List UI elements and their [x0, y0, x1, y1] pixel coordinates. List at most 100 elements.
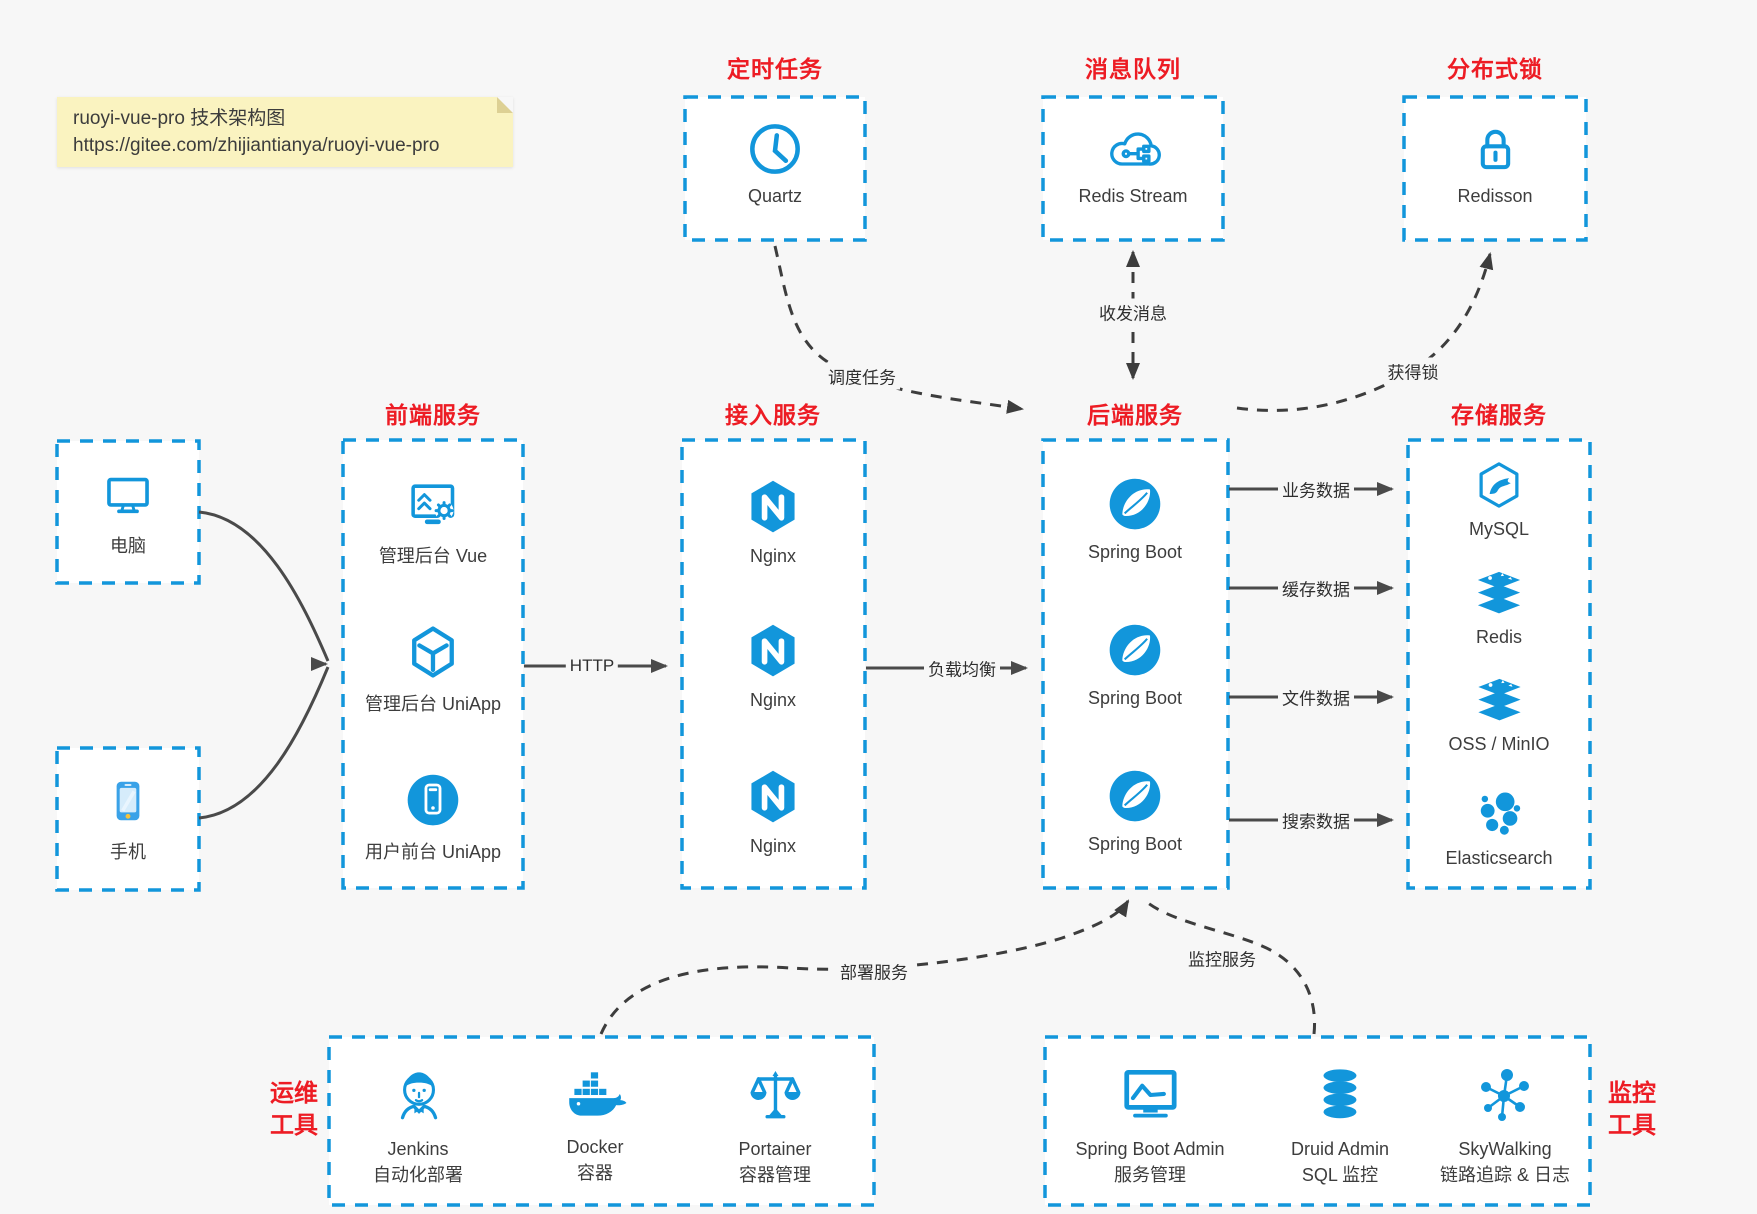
title-monitor-tools: 监控 工具	[1608, 1078, 1656, 1142]
node-admin-vue: 管理后台 Vue	[379, 474, 487, 568]
title-storage: 存储服务	[1451, 402, 1547, 428]
node-label: Redisson	[1457, 186, 1533, 206]
nginx-icon	[743, 476, 803, 538]
node-label: OSS / MinIO	[1448, 734, 1550, 754]
node-phone-client: 手机	[100, 772, 156, 864]
edge-label-acquire-lock: 获得锁	[1383, 357, 1443, 385]
smartphone-icon	[100, 772, 156, 830]
spring-boot-icon	[1105, 474, 1165, 534]
node-label: 管理后台 UniApp	[364, 694, 502, 714]
tool-desc: SQL 监控	[1301, 1165, 1379, 1185]
title-frontend: 前端服务	[385, 402, 481, 428]
title-scheduled-jobs: 定时任务	[727, 56, 823, 82]
node-oss-minio: OSS / MinIO	[1448, 674, 1550, 755]
edge-label-deploy-service: 部署服务	[836, 957, 912, 985]
node-admin-uniapp: 管理后台 UniApp	[365, 622, 501, 716]
druid-icon	[1309, 1062, 1371, 1128]
node-spring-boot-3: Spring Boot	[1088, 766, 1182, 855]
edge-label-business-data: 业务数据	[1278, 475, 1354, 503]
node-druid-admin: Druid Admin SQL 监控	[1291, 1062, 1389, 1188]
spring-boot-icon	[1105, 766, 1165, 826]
tool-desc: 链路追踪 & 日志	[1439, 1165, 1571, 1185]
node-docker: Docker 容器	[562, 1064, 628, 1186]
tool-name: Docker	[566, 1137, 624, 1157]
node-redis: Redis	[1473, 567, 1525, 648]
edge-label-file-data: 文件数据	[1278, 683, 1354, 711]
note-url: https://gitee.com/zhijiantianya/ruoyi-vu…	[73, 135, 440, 156]
edge-label-monitor-service: 监控服务	[1184, 944, 1260, 972]
node-portainer: Portainer 容器管理	[738, 1062, 812, 1188]
desktop-icon	[99, 466, 157, 524]
redis-icon	[1473, 567, 1525, 619]
node-label: Redis	[1475, 627, 1523, 647]
cloud-stream-icon	[1103, 122, 1163, 178]
title-message-queue: 消息队列	[1085, 56, 1181, 82]
node-label: Nginx	[749, 546, 797, 566]
jenkins-icon	[385, 1062, 451, 1128]
node-nginx-2: Nginx	[743, 620, 803, 711]
spring-boot-admin-icon	[1117, 1062, 1183, 1128]
node-label: Quartz	[747, 186, 803, 206]
monitor-tools-box	[1043, 1035, 1592, 1207]
sticky-note: ruoyi-vue-pro 技术架构图 https://gitee.com/zh…	[57, 97, 513, 167]
node-mysql: MySQL	[1469, 459, 1529, 540]
phone-to-frontend-arrow	[198, 666, 330, 820]
node-nginx-1: Nginx	[743, 476, 803, 567]
node-label: Redis Stream	[1078, 186, 1188, 206]
node-redisson: Redisson	[1457, 120, 1533, 207]
node-label: 用户前台 UniApp	[364, 842, 502, 862]
edge-label-cache-data: 缓存数据	[1278, 574, 1354, 602]
node-label: Nginx	[749, 836, 797, 856]
mysql-icon	[1473, 459, 1525, 511]
spring-boot-icon	[1105, 620, 1165, 680]
message-queue-box	[1041, 95, 1225, 242]
quartz-box	[683, 95, 867, 242]
lock-icon	[1466, 120, 1524, 178]
node-spring-boot-2: Spring Boot	[1088, 620, 1182, 709]
node-label: Elasticsearch	[1445, 848, 1553, 868]
monitor-title-line2: 工具	[1608, 1112, 1656, 1139]
node-user-uniapp: 用户前台 UniApp	[365, 770, 501, 864]
ops-tools-box	[327, 1035, 876, 1207]
edge-label-send-receive-message: 收发消息	[1095, 298, 1171, 326]
title-gateway: 接入服务	[725, 402, 821, 428]
node-label: 手机	[110, 842, 146, 862]
tool-desc: 服务管理	[1114, 1165, 1186, 1185]
uniapp-cube-icon	[403, 622, 463, 682]
node-pc-client: 电脑	[99, 466, 157, 558]
node-label: Spring Boot	[1087, 542, 1183, 562]
tool-name: Druid Admin	[1290, 1139, 1390, 1159]
clock-icon	[746, 120, 804, 178]
monitor-service-arrow	[1147, 901, 1317, 1035]
node-elasticsearch: Elasticsearch	[1445, 788, 1553, 869]
monitor-title-line1: 监控	[1608, 1080, 1656, 1107]
tool-name: SkyWalking	[1458, 1139, 1552, 1159]
node-quartz: Quartz	[746, 120, 804, 207]
node-skywalking: SkyWalking 链路追踪 & 日志	[1440, 1062, 1570, 1188]
node-jenkins: Jenkins 自动化部署	[373, 1062, 463, 1188]
title-backend: 后端服务	[1087, 402, 1183, 428]
title-ops-tools: 运维 工具	[270, 1078, 318, 1142]
title-distributed-lock: 分布式锁	[1447, 56, 1543, 82]
node-label: 电脑	[110, 536, 146, 556]
note-title: ruoyi-vue-pro 技术架构图	[73, 108, 286, 129]
docker-icon	[562, 1064, 628, 1126]
skywalking-icon	[1473, 1062, 1537, 1128]
node-spring-boot-admin: Spring Boot Admin 服务管理	[1075, 1062, 1225, 1188]
tool-desc: 容器管理	[738, 1165, 811, 1185]
node-redis-stream: Redis Stream	[1078, 122, 1188, 207]
storage-box	[1406, 438, 1592, 890]
node-label: Spring Boot	[1087, 834, 1183, 854]
node-label: 管理后台 Vue	[378, 546, 488, 566]
tool-name: Spring Boot Admin	[1075, 1139, 1225, 1159]
node-nginx-3: Nginx	[743, 766, 803, 857]
node-label: Nginx	[749, 690, 797, 710]
uniapp-user-icon	[403, 770, 463, 830]
edge-label-schedule-task: 调度任务	[824, 362, 900, 390]
ops-title-line1: 运维	[270, 1080, 318, 1107]
distributed-lock-box	[1402, 95, 1588, 242]
tool-name: Portainer	[738, 1139, 812, 1159]
edge-label-load-balance: 负载均衡	[924, 654, 1000, 682]
tool-name: Jenkins	[387, 1139, 449, 1159]
